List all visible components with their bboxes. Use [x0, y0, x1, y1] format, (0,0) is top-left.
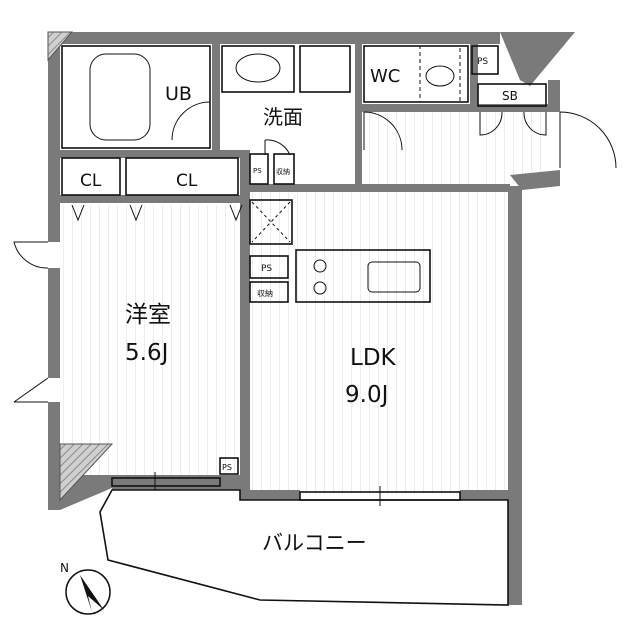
- ps-label-kitchen: PS: [261, 264, 272, 274]
- closets: CL CL: [61, 157, 243, 222]
- storage-label-wash: 収納: [276, 167, 290, 176]
- balcony: バルコニー: [99, 489, 509, 606]
- kitchen-counter: [295, 249, 431, 303]
- western-room-name: 洋室: [125, 302, 171, 328]
- room-label-wc: WC: [370, 66, 400, 87]
- kitchen: PS 収納: [249, 199, 431, 303]
- toilet-icon: [425, 65, 455, 87]
- western-room-floor: [60, 205, 240, 475]
- room-label-closet-left: CL: [80, 171, 102, 191]
- ldk-name: LDK: [350, 345, 397, 371]
- room-label-closet-right: CL: [176, 171, 198, 191]
- ldk-size: 9.0J: [345, 382, 388, 408]
- north-compass: N: [60, 561, 111, 615]
- western-room-size: 5.6J: [125, 340, 168, 366]
- floor-areas: [60, 112, 548, 494]
- bathtub: [89, 53, 151, 141]
- wc: WC PS: [363, 45, 499, 151]
- bath-door-swing: [171, 101, 211, 141]
- entry-floor: [478, 112, 548, 184]
- room-label-sb: SB: [502, 89, 518, 103]
- inner-walls: [60, 44, 548, 490]
- ps-label-wash: PS: [253, 167, 262, 175]
- entrance: SB: [477, 83, 617, 169]
- washroom: 洗面 PS 収納: [221, 45, 351, 185]
- washbasin: [235, 53, 281, 83]
- kitchen-sink: [367, 261, 421, 293]
- west-doors: [13, 241, 49, 403]
- compass-north-letter: N: [60, 561, 69, 575]
- storage-label-kitchen: 収納: [257, 288, 273, 298]
- ps-label-wc: PS: [477, 57, 488, 67]
- ps-label-bottom: PS: [222, 463, 232, 472]
- room-label-ub: UB: [165, 83, 192, 105]
- ldk-floor: [250, 192, 510, 494]
- balcony-label: バルコニー: [262, 531, 367, 555]
- stove-burner-icon: [313, 281, 327, 295]
- hall-floor: [362, 112, 470, 184]
- room-label-washroom: 洗面: [263, 105, 303, 129]
- unit-bath: UB: [61, 45, 211, 149]
- stove-burner-icon: [313, 259, 327, 273]
